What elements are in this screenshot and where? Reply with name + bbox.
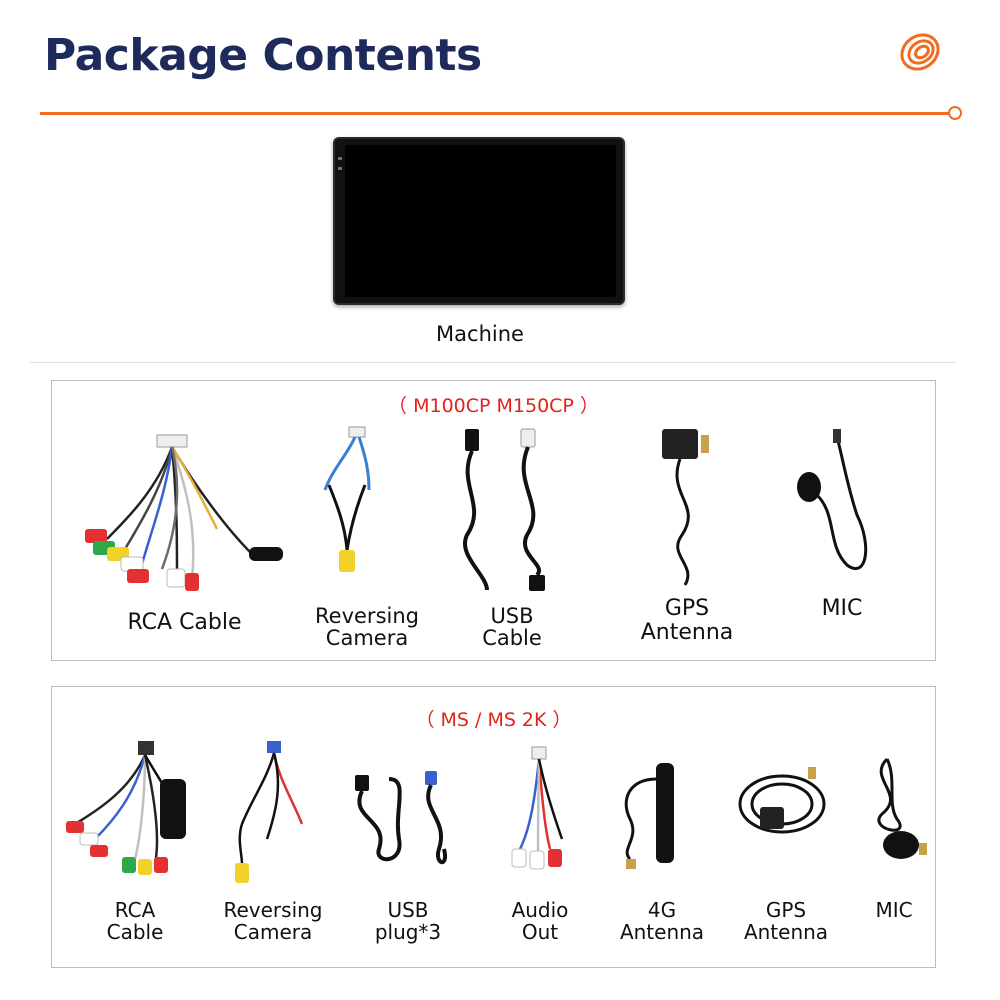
reversing-camera-item: Reversing Camera — [307, 425, 427, 649]
mic-image — [877, 757, 927, 859]
panel-m100cp-m150cp: （ M100CP M150CP ） RCA Cable — [51, 380, 936, 661]
reversing-camera-cable-image — [235, 741, 304, 883]
usb-cable-label-line1: USB — [490, 604, 534, 628]
usb-plug-image — [355, 771, 448, 865]
section-divider — [30, 362, 956, 363]
usb-cable-label-line2: Cable — [482, 626, 542, 650]
usb-cable-image — [463, 428, 545, 591]
mic-image — [797, 429, 868, 570]
mic-item: MIC — [787, 425, 897, 620]
gps-antenna-label-line2: Antenna — [743, 920, 829, 944]
orange-spiral-logo-icon — [900, 33, 940, 71]
machine-button — [338, 157, 342, 160]
audio-out-label-line1: Audio — [511, 898, 569, 922]
gps-antenna-label-line1: GPS — [765, 898, 807, 922]
header-divider-dot — [948, 106, 962, 120]
panel-heading: （ MS / MS 2K ） — [415, 709, 572, 731]
audio-out-label-line2: Out — [521, 920, 559, 944]
header-divider — [40, 112, 952, 115]
gps-antenna-item: GPS Antenna — [627, 425, 747, 644]
panel-ms-ms-2k: （ MS / MS 2K ） RCA Cable — [51, 686, 936, 968]
mic-label: MIC — [875, 898, 913, 922]
gps-antenna-image — [738, 767, 826, 834]
4g-antenna-item: 4G Antenna — [610, 739, 714, 943]
reversing-camera-label-line2: Camera — [325, 626, 409, 650]
4g-antenna-label-line1: 4G — [647, 898, 677, 922]
audio-out-cable-image — [511, 746, 564, 870]
rca-cable-label-line1: RCA — [114, 898, 156, 922]
gps-antenna-item: GPS Antenna — [732, 739, 840, 943]
reversing-camera-label-line2: Camera — [233, 920, 313, 944]
machine-button — [338, 167, 342, 170]
panel-heading: （ M100CP M150CP ） — [388, 395, 599, 417]
reversing-camera-label-line1: Reversing — [315, 604, 419, 628]
gps-antenna-image — [662, 429, 709, 586]
reversing-camera-cable-image — [323, 426, 371, 572]
usb-plug-label-line2: plug*3 — [374, 920, 442, 944]
machine-screen — [345, 145, 616, 297]
rca-cable-item: RCA Cable — [60, 739, 210, 943]
rca-cable-image — [66, 741, 187, 875]
gps-antenna-label-line2: Antenna — [640, 620, 734, 645]
mic-label: MIC — [821, 596, 863, 621]
gps-antenna-label-line1: GPS — [664, 596, 710, 621]
audio-out-item: Audio Out — [490, 739, 590, 943]
mic-item: MIC — [857, 739, 931, 921]
rca-cable-label-line2: Cable — [106, 920, 164, 944]
usb-plug-label-line1: USB — [387, 898, 429, 922]
4g-antenna-image — [624, 763, 674, 869]
rca-cable-image — [85, 434, 283, 591]
reversing-camera-label-line1: Reversing — [223, 898, 323, 922]
machine-label: Machine — [436, 322, 524, 346]
page-title: Package Contents — [44, 30, 482, 81]
reversing-camera-item: Reversing Camera — [217, 739, 329, 943]
rca-cable-label: RCA Cable — [127, 610, 242, 635]
rca-cable-item: RCA Cable — [77, 429, 292, 634]
usb-plug-item: USB plug*3 — [349, 739, 467, 943]
machine-image — [333, 137, 625, 305]
usb-cable-item: USB Cable — [457, 425, 567, 649]
4g-antenna-label-line2: Antenna — [619, 920, 705, 944]
